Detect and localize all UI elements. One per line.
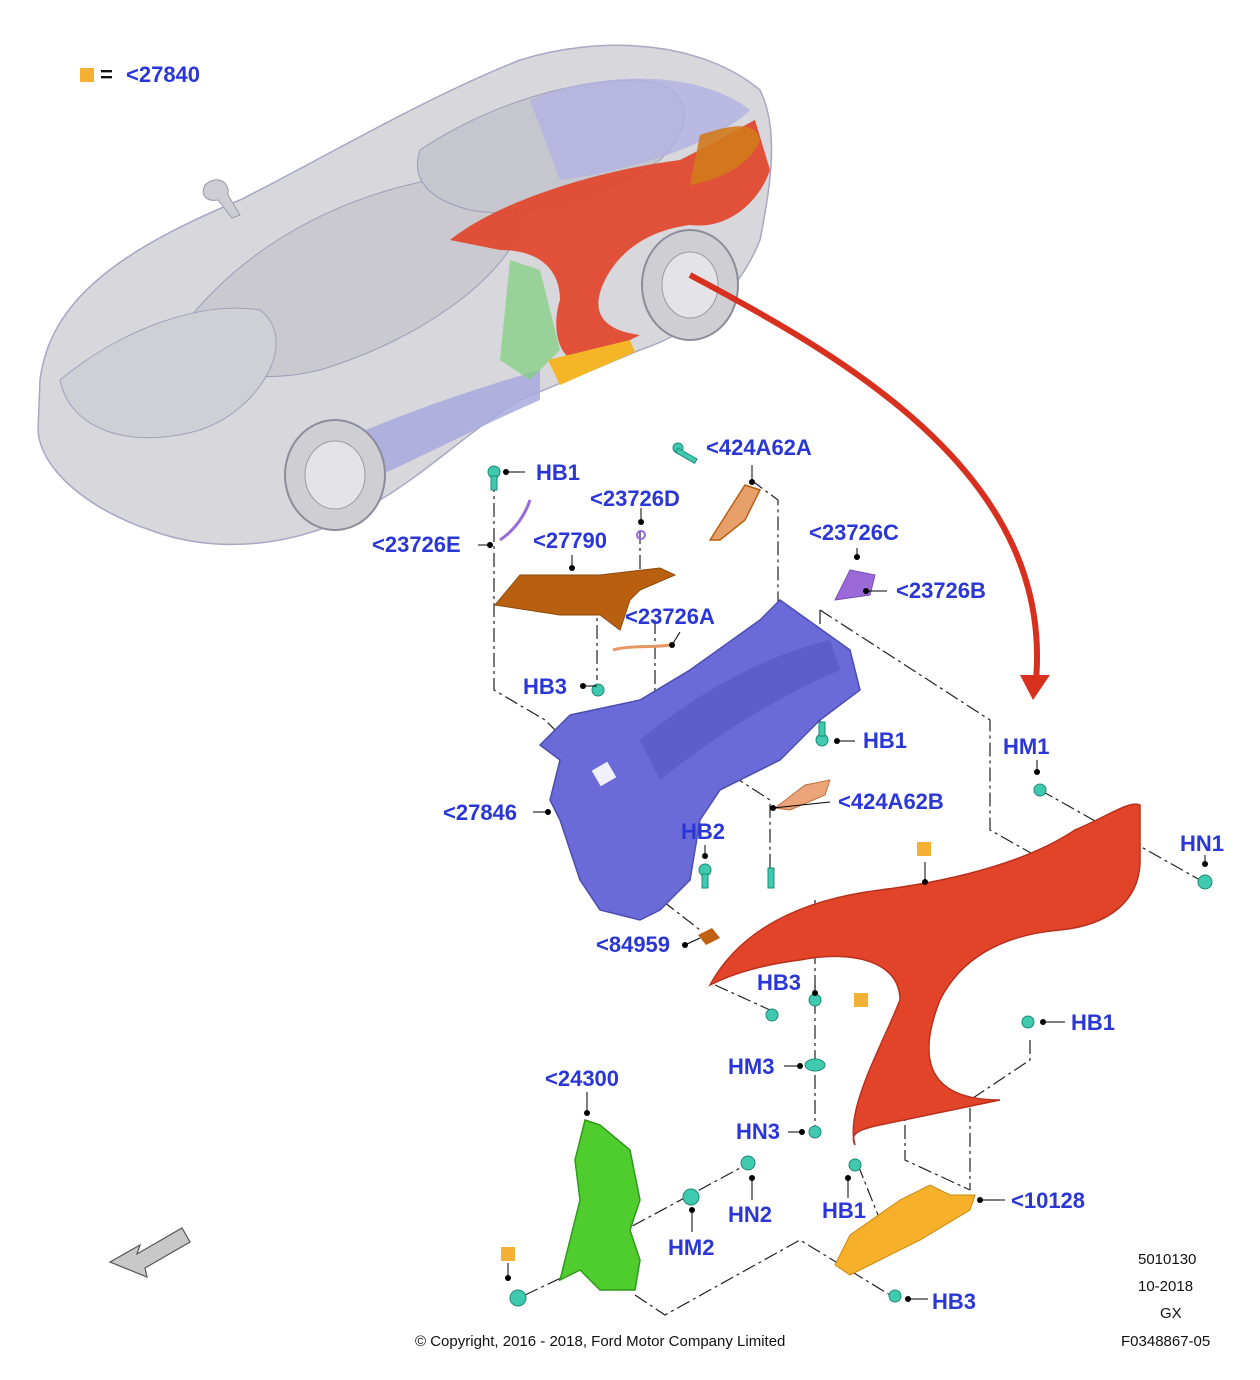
fastener-hb3-left xyxy=(591,683,605,697)
car-fender-orange xyxy=(690,126,760,185)
car-mirror xyxy=(202,179,241,219)
label-hn2: HN2 xyxy=(728,1202,773,1227)
bracket-424a62b xyxy=(773,779,831,811)
label-hm2: HM2 xyxy=(668,1235,715,1260)
fasteners xyxy=(487,442,1213,1307)
label-424a62a: <424A62A xyxy=(706,435,812,460)
car-green-duct xyxy=(500,260,560,380)
duct-24300 xyxy=(558,1119,641,1291)
label-hb1-low: HB1 xyxy=(822,1198,867,1223)
label-23726d: <23726D xyxy=(590,486,680,511)
bracket-27790 xyxy=(494,567,677,631)
fastener-hb1-low xyxy=(848,1158,862,1172)
front-direction-arrow-icon xyxy=(108,1227,191,1278)
illustration-date: 10-2018 xyxy=(1138,1278,1194,1295)
copyright-text: © Copyright, 2016 - 2018, Ford Motor Com… xyxy=(415,1333,786,1350)
marker-screw-low xyxy=(501,1247,515,1261)
fastener-hm1 xyxy=(1033,783,1047,797)
legend-marker xyxy=(80,68,94,82)
model-code: GX xyxy=(1160,1305,1182,1322)
fastener-hm2 xyxy=(682,1188,700,1206)
bracket-424a62a xyxy=(708,484,762,541)
car-fender-red xyxy=(450,120,770,362)
callout-arrowhead xyxy=(1020,675,1050,700)
illustration-code: 5010130 xyxy=(1138,1251,1197,1268)
label-hn3: HN3 xyxy=(736,1119,781,1144)
marker-screw-mid xyxy=(854,993,868,1007)
label-hb1-right: HB1 xyxy=(1071,1010,1116,1035)
car-side-blue xyxy=(530,78,750,180)
fastener-hn3 xyxy=(808,1125,822,1139)
label-27790: <27790 xyxy=(533,528,608,553)
car-sill-yellow xyxy=(548,340,635,385)
label-27846: <27846 xyxy=(443,800,518,825)
label-hm1: HM1 xyxy=(1003,734,1050,759)
grommet-23726d xyxy=(636,530,646,540)
label-424a62b: <424A62B xyxy=(838,789,944,814)
clip-84959 xyxy=(698,928,720,945)
callout-arrow xyxy=(688,272,1040,691)
label-hb3-mid: HB3 xyxy=(757,970,802,995)
fastener-pin xyxy=(767,867,775,889)
sill-10128 xyxy=(834,1184,976,1276)
seal-23726e xyxy=(499,499,532,542)
label-hb3-low: HB3 xyxy=(932,1289,977,1314)
fastener-hb1-right xyxy=(1021,1015,1035,1029)
legend-equals: = xyxy=(100,62,113,87)
label-hm3: HM3 xyxy=(728,1054,775,1079)
figure-number: F0348867-05 xyxy=(1121,1333,1211,1350)
fastener-screw-low xyxy=(509,1289,527,1307)
label-24300: <24300 xyxy=(545,1066,620,1091)
marker-fender xyxy=(917,842,931,856)
label-23726c: <23726C xyxy=(809,520,899,545)
vehicle-illustration xyxy=(37,44,773,546)
legend-part-label: <27840 xyxy=(126,62,201,87)
fastener-hn2 xyxy=(740,1155,756,1171)
fastener-hm3 xyxy=(804,1058,826,1072)
label-hb2: HB2 xyxy=(681,819,726,844)
label-23726b: <23726B xyxy=(896,578,986,603)
label-23726e: <23726E xyxy=(372,532,461,557)
fastener-hn1 xyxy=(1197,874,1213,890)
label-hn1: HN1 xyxy=(1180,831,1225,856)
label-hb3-left: HB3 xyxy=(523,674,568,699)
label-hb1-top: HB1 xyxy=(536,460,581,485)
car-hood xyxy=(59,307,277,439)
fastener-hb3-mid xyxy=(765,1008,779,1022)
leader-lines xyxy=(478,465,1206,1300)
label-23726a: <23726A xyxy=(625,604,715,629)
bracket-23726b xyxy=(834,569,876,601)
label-hb1-mid: HB1 xyxy=(863,728,908,753)
label-10128: <10128 xyxy=(1011,1188,1086,1213)
label-84959: <84959 xyxy=(596,932,671,957)
fastener-hb3-low xyxy=(888,1289,902,1303)
seal-23726a xyxy=(612,643,671,652)
fender-27840 xyxy=(708,803,1141,1146)
